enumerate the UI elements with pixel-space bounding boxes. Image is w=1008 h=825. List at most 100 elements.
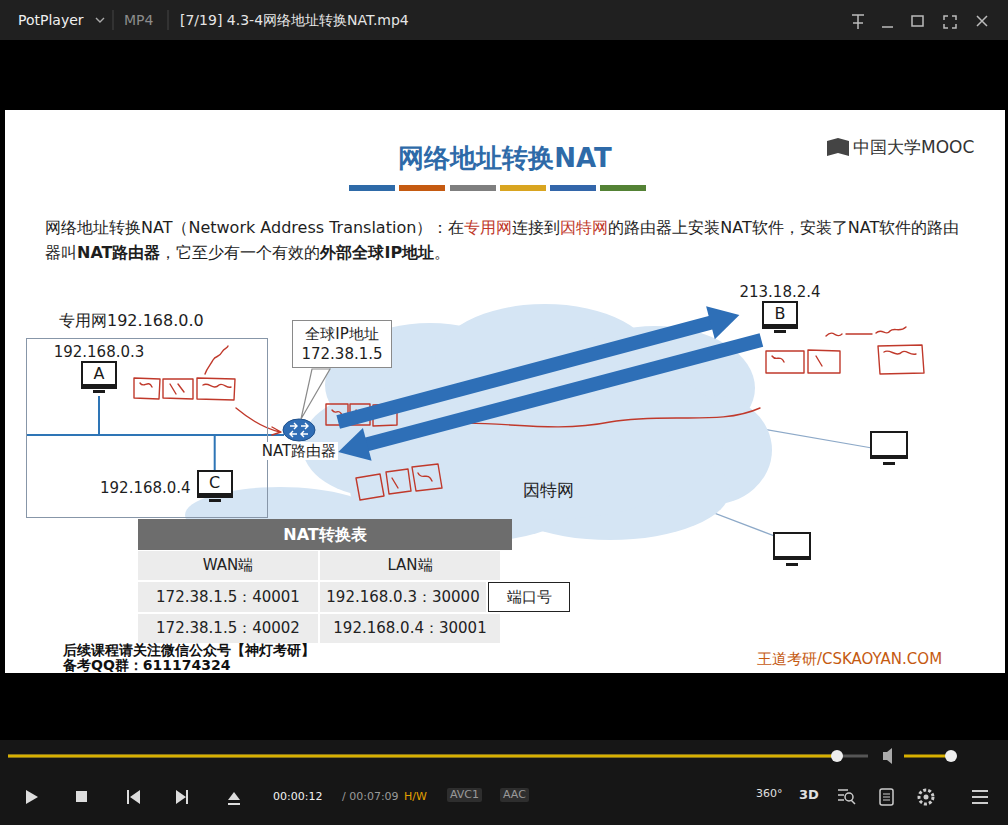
volume-fill — [904, 755, 951, 758]
table-cell: 172.38.1.5：40001 — [138, 582, 318, 612]
host-a: 192.168.0.3A — [54, 343, 145, 396]
host-letter: A — [94, 365, 105, 383]
pin-icon — [852, 15, 864, 29]
settings-icon — [924, 795, 929, 800]
menu-icon — [972, 791, 988, 803]
ip-callout: 全球IP地址 172.38.1.5 — [292, 320, 392, 368]
search-icon — [845, 793, 853, 801]
watermark: 后续课程请关注微信公众号【神灯考研】 — [63, 643, 315, 657]
connector — [99, 396, 260, 435]
current-time: 00:00:12 — [273, 790, 322, 804]
paragraph-text: 因特网 — [560, 218, 608, 237]
host-letter: B — [774, 305, 785, 323]
total-time: / 00:07:09 — [342, 790, 399, 804]
connector — [338, 340, 761, 461]
title-bar-stripe — [550, 185, 596, 191]
network-heading: 专用网192.168.0.0 — [59, 311, 204, 332]
watermark: 备考QQ群：611174324 — [63, 658, 230, 672]
stop-icon — [76, 791, 87, 802]
eject-icon — [228, 792, 240, 805]
volume-knob — [945, 750, 957, 762]
vr-button: 360° — [756, 787, 783, 801]
callout-text: 全球IP地址 172.38.1.5 — [295, 324, 389, 364]
monitor-icon: A — [81, 361, 117, 389]
fullscreen-icon — [944, 16, 956, 28]
paragraph-text: 连接到 — [512, 218, 560, 237]
mooc-logo-icon — [827, 138, 849, 156]
next-icon — [176, 790, 188, 804]
handwritten-scribble — [392, 473, 432, 488]
title-bar-stripe — [399, 185, 445, 191]
format-tag: MP4 — [124, 11, 153, 29]
computer-icon — [871, 432, 907, 458]
private-network-box: 专用网192.168.0.0192.168.0.3A192.168.0.4C — [26, 338, 268, 518]
volume-icon — [883, 748, 892, 764]
box-text: 端口号 — [489, 583, 569, 611]
arrowhead — [338, 428, 371, 461]
arrowhead — [706, 306, 739, 339]
title-bar-stripe — [600, 185, 646, 191]
close-icon — [977, 16, 987, 26]
handwritten-scribble — [826, 327, 906, 336]
paragraph-text: NAT路由器 — [77, 243, 160, 262]
app-name: PotPlayer — [18, 11, 84, 29]
router-arrows — [290, 423, 308, 437]
handwritten-packet — [766, 345, 924, 374]
ip-address: 192.168.0.3 — [54, 343, 145, 361]
router-name: NAT路由器 — [260, 442, 338, 460]
play-icon — [26, 790, 38, 804]
router-body — [283, 419, 315, 441]
host-letter: C — [209, 474, 220, 492]
computer-icon — [786, 563, 798, 566]
handwritten-packet — [134, 378, 235, 400]
progress-track — [8, 755, 868, 758]
computer-icon — [774, 533, 810, 559]
computer-icon — [871, 455, 907, 459]
ip-address: 213.18.2.4 — [739, 283, 820, 301]
connector — [215, 435, 260, 470]
menu-chevron — [96, 18, 104, 22]
host-c: 192.168.0.4 C — [100, 470, 233, 505]
table-header-cell: WAN端 — [138, 551, 318, 580]
definition-paragraph: 网络地址转换NAT（Network Address Translation）：在… — [45, 215, 960, 265]
mooc-logo-text: 中国大学MOOC — [853, 136, 974, 159]
router-icon — [282, 418, 316, 442]
table-cell: 192.168.0.4：30001 — [320, 614, 500, 643]
control-bar — [0, 740, 1008, 825]
settings-icon — [919, 790, 933, 804]
handwritten-scribble — [140, 383, 231, 394]
separator — [113, 10, 114, 30]
search-icon — [838, 790, 855, 804]
connector-line — [99, 396, 260, 435]
connector-line — [366, 340, 761, 445]
nat-router: NAT路由器 — [260, 418, 338, 460]
handwritten-scribble — [772, 351, 916, 366]
box-text: NAT转换表 — [138, 519, 512, 550]
port-label-box: 端口号 — [488, 582, 570, 612]
paragraph-text: 专用网 — [464, 218, 512, 237]
slide — [5, 110, 1005, 673]
paragraph-text: 。 — [434, 243, 450, 262]
paragraph-text: 外部全球IP地址 — [320, 243, 434, 262]
prev-icon — [127, 790, 140, 804]
maximize-icon — [912, 16, 923, 26]
playlist-icon — [880, 789, 893, 805]
paragraph-text: 网络地址转换NAT（Network Address Translation）：在 — [45, 218, 464, 237]
playlist-icon — [883, 794, 890, 800]
title-bar — [0, 0, 1008, 40]
3d-button: 3D — [799, 787, 819, 802]
title-bar-stripe — [500, 185, 546, 191]
monitor-icon: C — [197, 470, 233, 498]
ip-address: 192.168.0.4 — [100, 479, 191, 497]
decoder-tag: H/W — [404, 790, 427, 804]
monitor-icon: B — [762, 301, 798, 329]
computer-icon — [883, 462, 895, 465]
title-bar-stripe — [450, 185, 496, 191]
nat-table-header: NAT转换表 — [138, 519, 512, 550]
codec-tag: AAC — [500, 788, 529, 802]
handwritten-scribble — [205, 346, 228, 374]
handwritten-packet — [356, 464, 442, 500]
computer-icon — [774, 556, 810, 560]
